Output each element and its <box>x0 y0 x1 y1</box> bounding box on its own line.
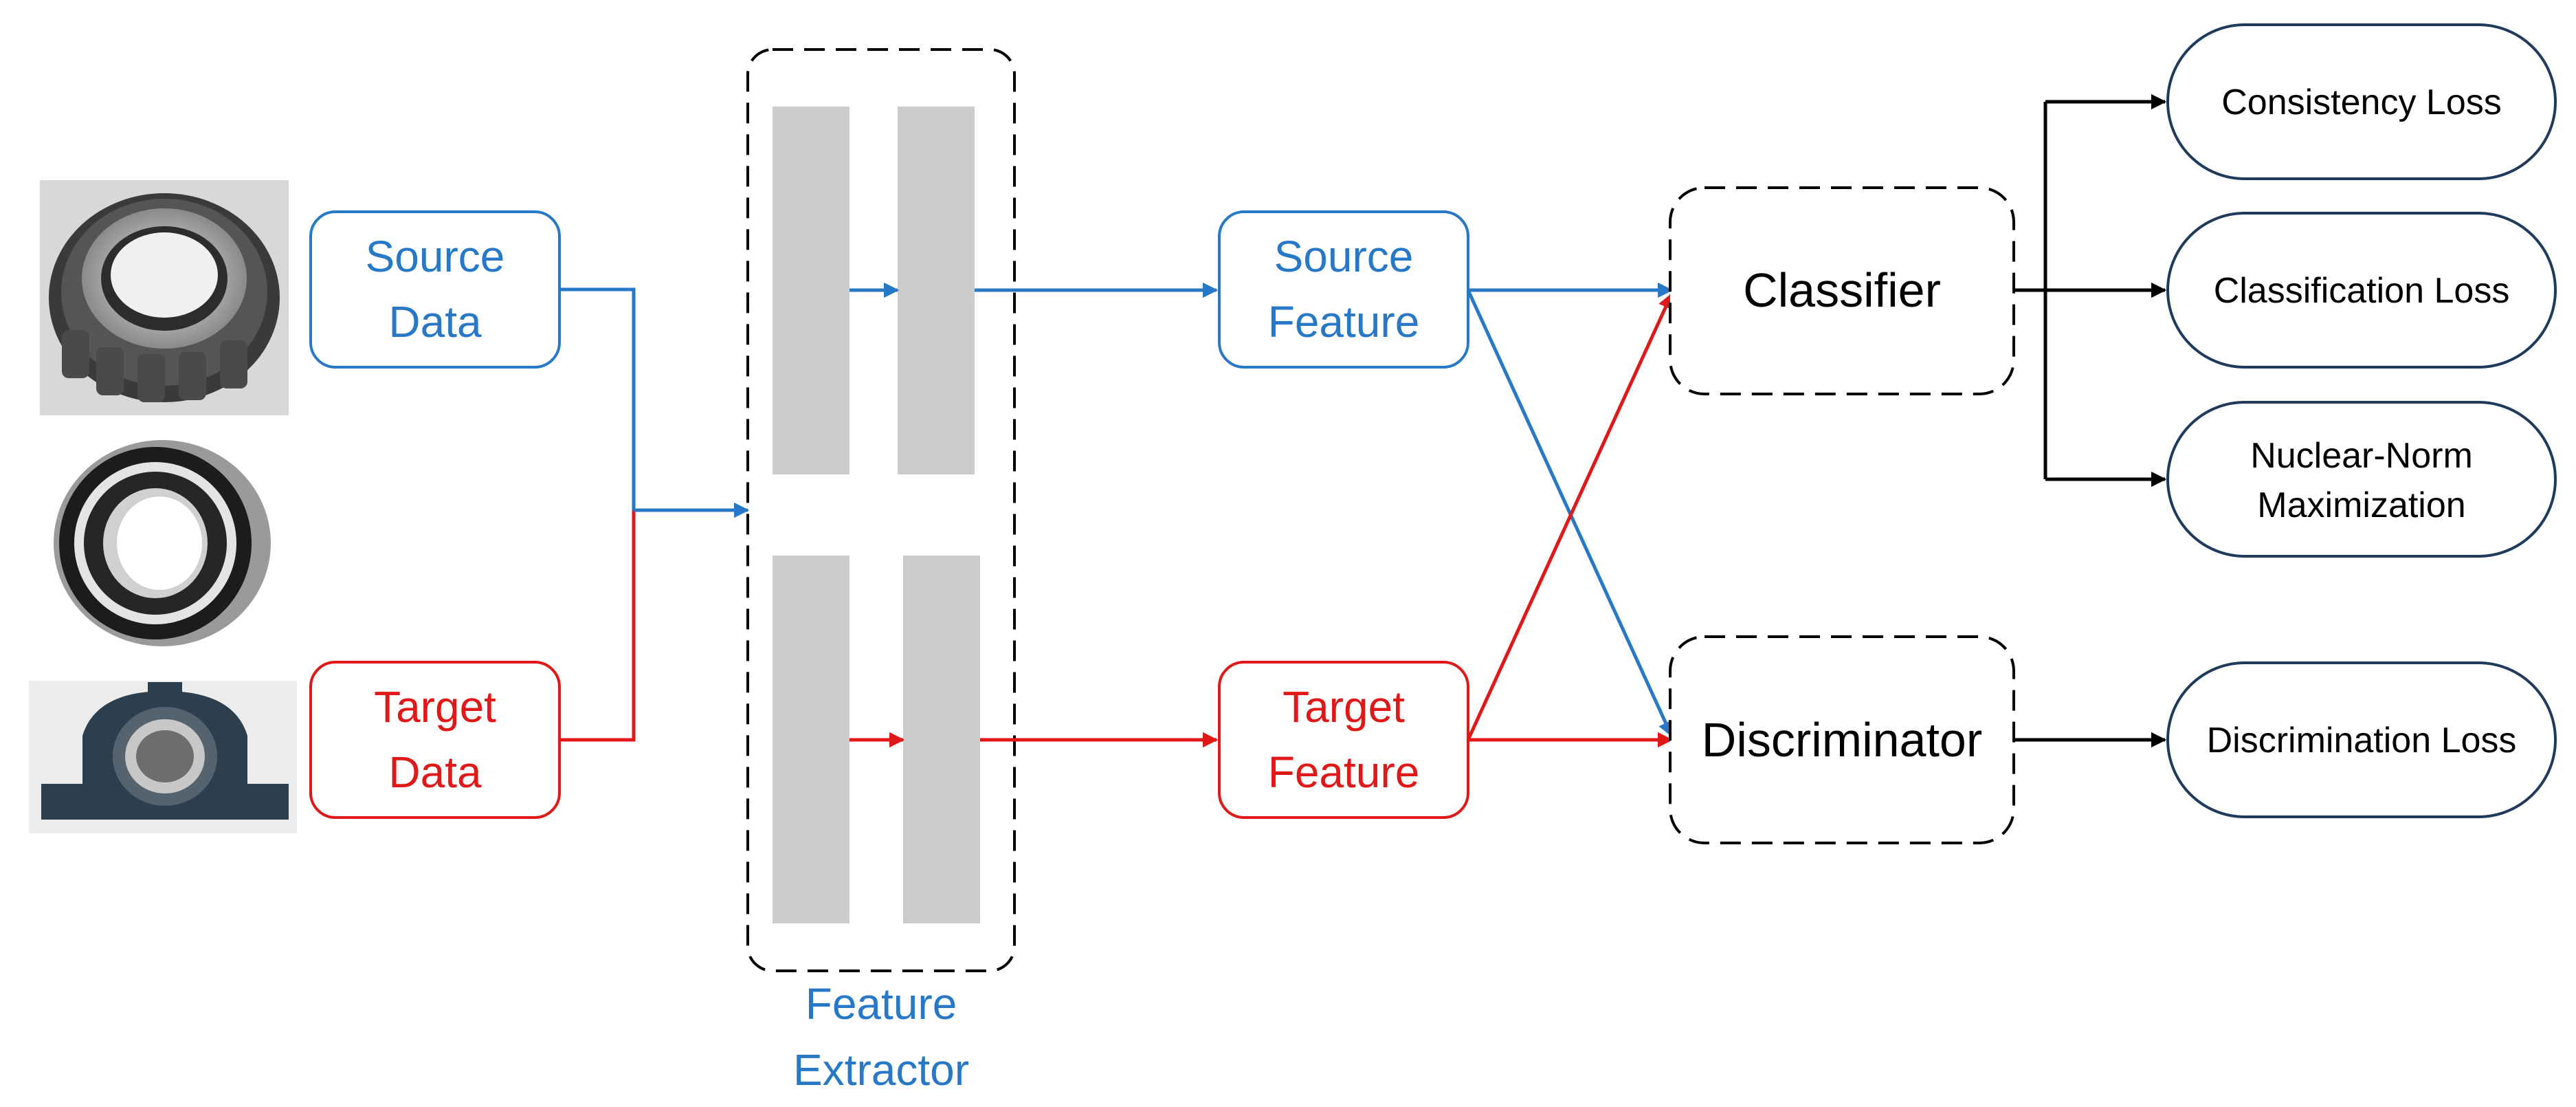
classifier-box: Classifier <box>1669 186 2015 395</box>
bearing-photo-3 <box>29 681 297 833</box>
source-extractor-layer-2 <box>898 107 975 474</box>
consistency-loss-pill: Consistency Loss <box>2166 23 2557 180</box>
bearing-photo-2 <box>54 440 271 646</box>
source-feature-label-line2: Feature <box>1268 297 1420 347</box>
nuclear-norm-pill: Nuclear-Norm Maximization <box>2166 401 2557 558</box>
classifier-label: Classifier <box>1743 263 1941 317</box>
target-feature-box: Target Feature <box>1218 661 1469 819</box>
feature-extractor: Feature Extractor <box>746 48 1016 1095</box>
target-feature-label-line2: Feature <box>1268 747 1420 797</box>
target-data-label-line1: Target <box>374 682 496 732</box>
source-feature-label-line1: Source <box>1274 232 1414 281</box>
target-extractor-layer-1 <box>773 556 850 923</box>
target-data-connector <box>559 510 636 742</box>
discrimination-loss-label: Discrimination Loss <box>2207 721 2517 760</box>
feature-extractor-label-line2: Extractor <box>793 1045 969 1095</box>
discriminator-label: Discriminator <box>1702 713 1982 767</box>
nuclear-norm-label-line1: Nuclear-Norm <box>2250 436 2473 476</box>
target-data-label-line2: Data <box>388 747 482 797</box>
source-data-label-line2: Data <box>388 297 482 347</box>
target-to-classifier-arrow <box>1466 292 1674 741</box>
feature-extractor-border <box>746 48 1016 972</box>
consistency-loss-label: Consistency Loss <box>2221 83 2502 122</box>
feature-extractor-label-line1: Feature <box>806 979 957 1029</box>
target-feature-label-line1: Target <box>1283 682 1405 732</box>
target-data-box: Target Data <box>309 661 561 819</box>
nuclear-norm-label-line2: Maximization <box>2257 485 2465 525</box>
bearing-photo-1 <box>40 180 289 415</box>
source-data-box: Source Data <box>309 210 561 369</box>
source-extractor-layer-1 <box>773 107 850 474</box>
classification-loss-pill: Classification Loss <box>2166 212 2557 369</box>
discriminator-box: Discriminator <box>1669 635 2015 844</box>
source-data-connector <box>559 287 636 510</box>
target-extractor-layer-2 <box>903 556 980 923</box>
discrimination-loss-pill: Discrimination Loss <box>2166 661 2557 818</box>
classification-loss-label: Classification Loss <box>2214 271 2510 311</box>
source-data-label-line1: Source <box>366 232 505 281</box>
source-feature-box: Source Feature <box>1218 210 1469 369</box>
